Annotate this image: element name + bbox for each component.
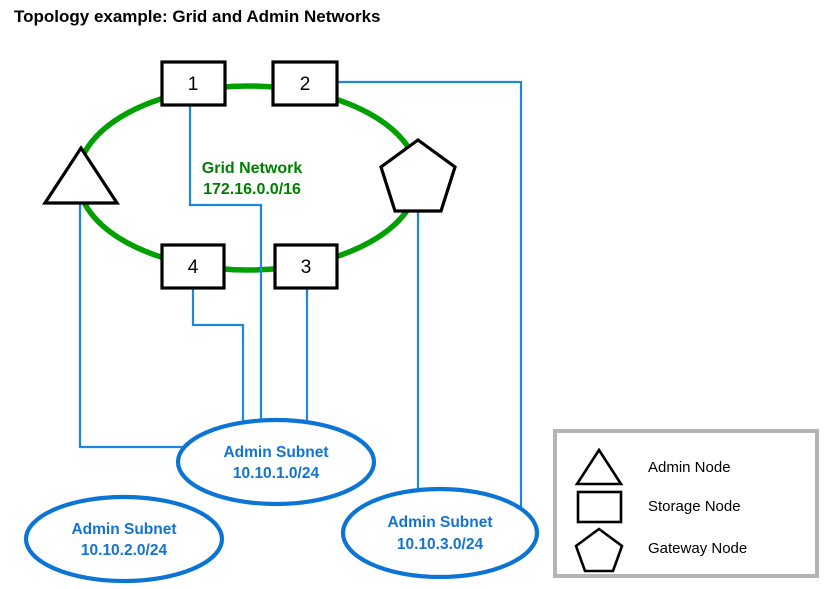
link-node2-to-admin-subnet-3: [337, 80, 523, 508]
node-4-label: 4: [188, 257, 199, 278]
legend: Admin Node Storage Node Gateway Node: [553, 429, 819, 578]
node-storage-2[interactable]: 2: [271, 60, 339, 107]
legend-label-gateway-node: Gateway Node: [648, 540, 747, 557]
admin-subnet-1-cidr: 10.10.1.0/24: [233, 465, 320, 482]
pentagon-icon: [574, 527, 624, 573]
legend-label-admin-node: Admin Node: [648, 459, 731, 476]
link-node4-to-admin-subnet-1: [191, 288, 245, 429]
rectangle-icon: [273, 243, 339, 290]
pentagon-icon: [379, 138, 457, 213]
admin-subnet-3-name: Admin Subnet: [387, 514, 492, 531]
grid-network-cidr: 172.16.0.0/16: [203, 181, 301, 198]
legend-item-admin-node: Admin Node: [574, 447, 731, 486]
admin-subnet-1[interactable]: Admin Subnet 10.10.1.0/24: [175, 417, 377, 507]
legend-label-storage-node: Storage Node: [648, 498, 741, 515]
triangle-icon: [42, 145, 120, 205]
subnet-ellipse: [340, 486, 540, 580]
admin-subnet-2-name: Admin Subnet: [71, 521, 176, 538]
admin-subnet-3-cidr: 10.10.3.0/24: [397, 536, 484, 553]
link-node1-to-admin-subnet-1: [188, 105, 263, 433]
subnet-ellipse: [23, 494, 225, 584]
rectangle-icon: [160, 243, 226, 290]
node-3-label: 3: [301, 257, 312, 278]
rectangle-icon: [576, 490, 623, 524]
admin-subnet-3[interactable]: Admin Subnet 10.10.3.0/24: [340, 486, 540, 580]
admin-subnet-2-cidr: 10.10.2.0/24: [81, 542, 168, 559]
node-admin-node[interactable]: [42, 145, 120, 205]
page-title: Topology example: Grid and Admin Network…: [14, 7, 381, 26]
grid-network-ring: [75, 83, 421, 273]
link-admin-node-to-admin-subnet-1: [78, 203, 186, 449]
grid-network-name: Grid Network: [202, 160, 303, 177]
triangle-icon: [574, 447, 624, 486]
admin-subnet-1-name: Admin Subnet: [223, 444, 328, 461]
node-gateway-node[interactable]: [379, 138, 457, 213]
legend-item-gateway-node: Gateway Node: [574, 527, 747, 573]
legend-item-storage-node: Storage Node: [576, 490, 741, 524]
node-storage-1[interactable]: 1: [160, 60, 227, 107]
rectangle-icon: [160, 60, 227, 107]
admin-subnet-2[interactable]: Admin Subnet 10.10.2.0/24: [23, 494, 225, 584]
node-1-label: 1: [188, 74, 199, 95]
node-storage-4[interactable]: 4: [160, 243, 226, 290]
grid-network-label: Grid Network 172.16.0.0/16: [202, 160, 303, 198]
node-storage-3[interactable]: 3: [273, 243, 339, 290]
subnet-ellipse: [175, 417, 377, 507]
rectangle-icon: [271, 60, 339, 107]
node-2-label: 2: [300, 74, 311, 95]
